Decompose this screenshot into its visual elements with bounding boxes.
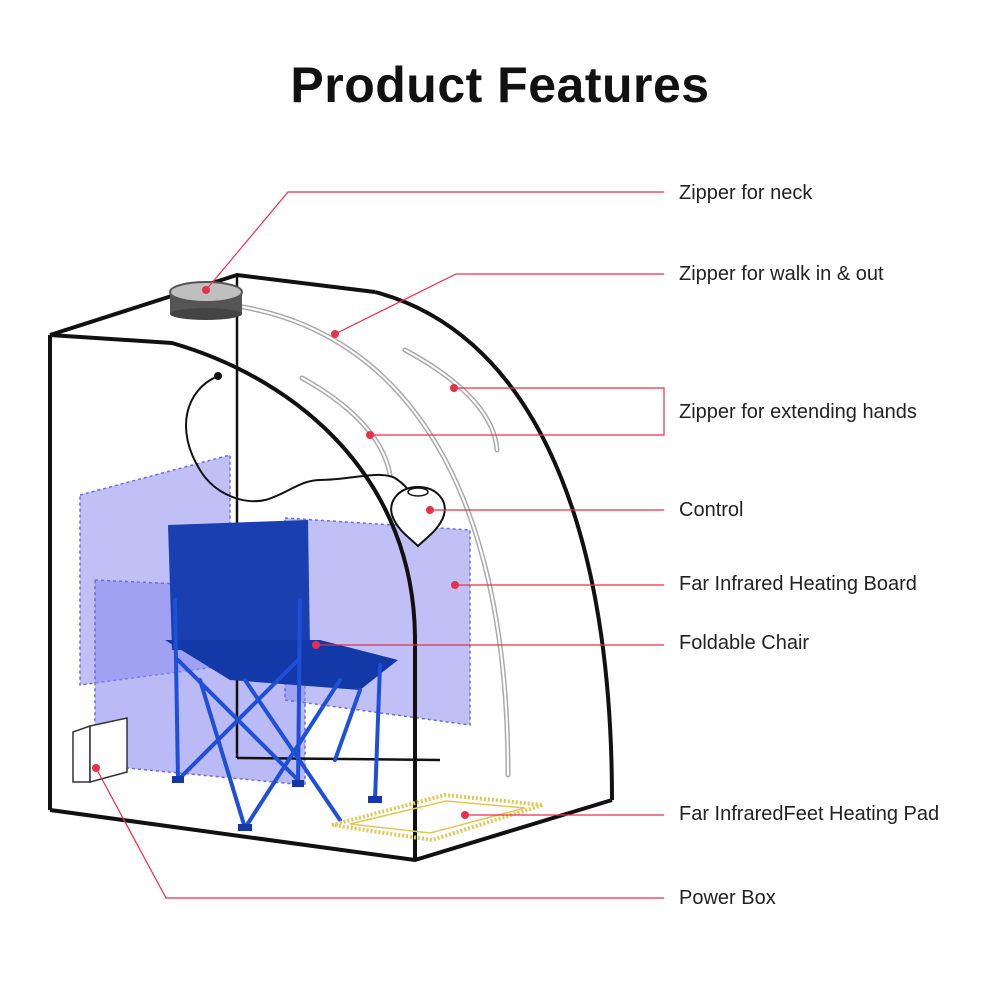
callout-dot-heating-board xyxy=(451,581,459,589)
callout-dot-zipper-hands-right xyxy=(450,384,458,392)
callout-dot-feet-pad xyxy=(461,811,469,819)
cable-plug xyxy=(214,372,222,380)
power-box xyxy=(72,717,128,783)
label-control: Control xyxy=(679,499,744,521)
callout-line-zipper-walk xyxy=(334,273,664,335)
callout-dot-zipper-neck xyxy=(202,286,210,294)
feet-pad-inner xyxy=(349,800,526,834)
callout-line-zipper-hands xyxy=(370,387,665,436)
foldable-chair xyxy=(165,520,398,831)
frame-rear-arch xyxy=(374,290,614,801)
chair-legs xyxy=(173,598,382,830)
hand-zipper-left xyxy=(299,375,393,478)
label-zipper-walk: Zipper for walk in & out xyxy=(679,263,884,285)
label-heating-board: Far Infrared Heating Board xyxy=(679,573,917,595)
feet-pad-outline xyxy=(331,792,544,843)
callout-dots xyxy=(92,286,469,819)
callout-dot-chair xyxy=(312,641,320,649)
callout-lines xyxy=(95,191,665,899)
controller-group xyxy=(185,372,446,548)
neck-opening xyxy=(169,281,243,320)
zipper-inner xyxy=(242,306,509,776)
label-feet-pad: Far InfraredFeet Heating Pad xyxy=(679,803,940,825)
callout-dot-control xyxy=(426,506,434,514)
feet-heating-pad xyxy=(331,792,544,843)
frame-floor-back xyxy=(236,756,441,762)
chair-seat xyxy=(165,640,398,690)
label-power-box: Power Box xyxy=(679,887,776,909)
label-zipper-hands: Zipper for extending hands xyxy=(679,401,917,423)
callout-dot-power-box xyxy=(92,764,100,772)
controller-top xyxy=(407,487,429,497)
callout-line-power-box xyxy=(95,767,664,899)
chair-feet xyxy=(172,776,382,831)
page-title: Product Features xyxy=(290,57,710,113)
chair-back xyxy=(168,520,310,650)
frame-floor-front xyxy=(49,798,613,862)
tent-frame xyxy=(48,273,614,862)
neck-collar-bottom xyxy=(170,308,242,320)
label-foldable-chair: Foldable Chair xyxy=(679,632,810,654)
controller-body xyxy=(390,485,446,548)
callout-line-zipper-neck xyxy=(205,191,664,291)
control-cable xyxy=(185,375,413,503)
label-zipper-neck: Zipper for neck xyxy=(679,182,813,204)
frame-front-arch xyxy=(49,333,417,860)
callout-dot-zipper-hands-left xyxy=(366,431,374,439)
callout-dot-zipper-walk xyxy=(331,330,339,338)
